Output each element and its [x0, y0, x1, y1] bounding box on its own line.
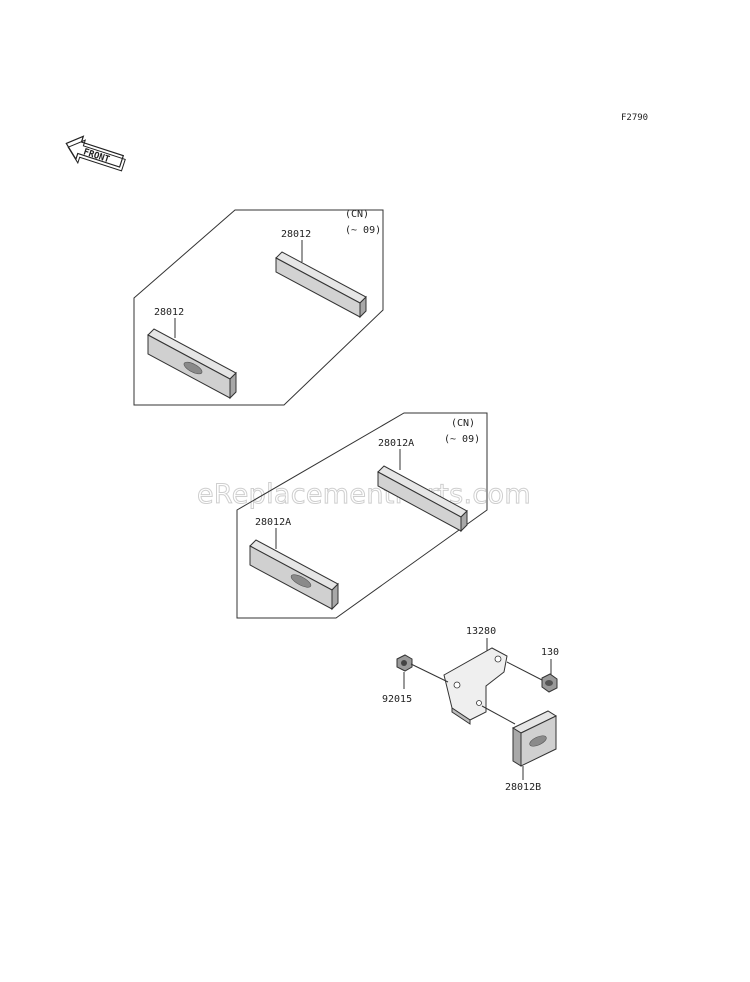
figure-id: F2790 — [621, 113, 648, 123]
bolt-130-icon — [541, 673, 558, 693]
part-label-28012-lower: 28012 — [154, 307, 184, 318]
part-label-92015: 92015 — [382, 694, 412, 705]
reflector-group-rear-side: (CN) (~ 09) 28012A 28012A — [236, 412, 488, 619]
front-arrow-icon: FRONT — [65, 135, 126, 172]
region-note: (CN) — [451, 418, 475, 429]
reflector-28012-lower — [147, 328, 237, 400]
group-outline — [236, 412, 488, 619]
region-note: (~ 09) — [444, 434, 480, 445]
reflector-28012-upper — [275, 251, 367, 319]
leader-line — [506, 661, 543, 681]
part-label-130: 130 — [541, 647, 559, 658]
bracket-13280 — [443, 647, 508, 725]
emblem-icon — [529, 735, 547, 747]
emblem-icon — [183, 361, 203, 375]
group-outline — [133, 209, 384, 406]
part-label-28012A-upper: 28012A — [378, 438, 414, 449]
reflector-group-front-side: (CN) (~ 09) 28012 28012 — [133, 209, 384, 406]
reflector-28012A-lower — [249, 539, 339, 611]
reflector-28012A-upper — [377, 465, 468, 533]
leader-line — [481, 705, 516, 725]
watermark: eReplacementParts.com — [197, 479, 531, 510]
leader-line — [410, 663, 449, 683]
reflector-28012B — [511, 710, 558, 767]
nut-92015-icon — [396, 654, 413, 672]
region-note: (CN) — [345, 209, 369, 220]
region-note: (~ 09) — [345, 225, 381, 236]
bracket-assembly: 13280 130 92015 — [382, 626, 559, 793]
emblem-icon — [290, 574, 312, 588]
part-label-28012-upper: 28012 — [281, 229, 311, 240]
part-label-13280: 13280 — [466, 626, 496, 637]
part-label-28012A-lower: 28012A — [255, 517, 291, 528]
part-label-28012B: 28012B — [505, 782, 541, 793]
